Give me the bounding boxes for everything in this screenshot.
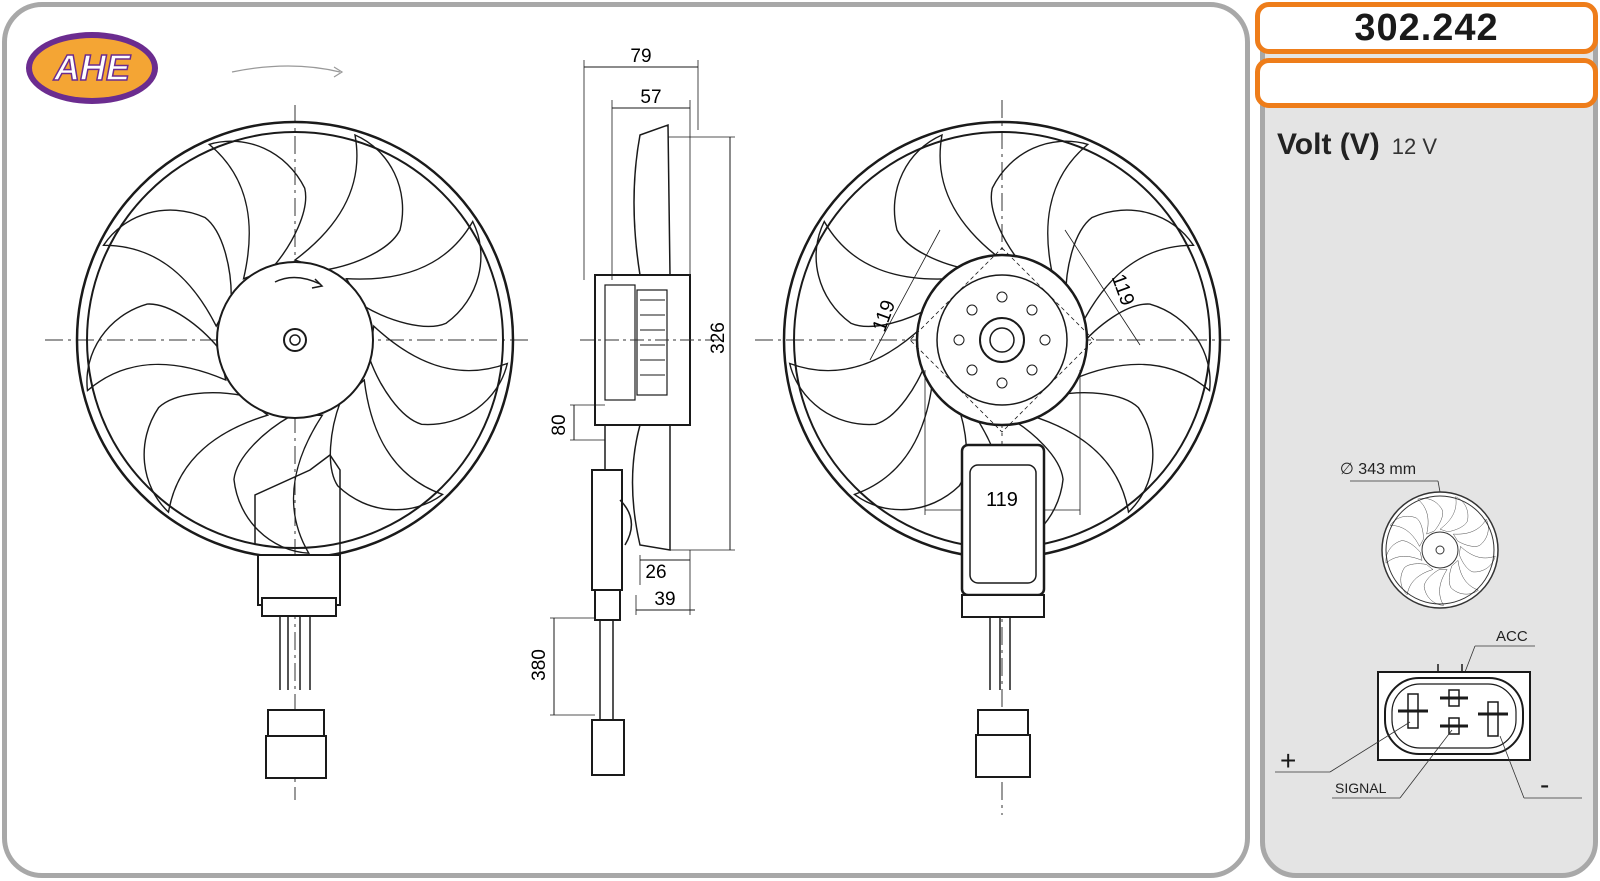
dim-57: 57 xyxy=(640,87,661,108)
dim-119-bottom: 119 xyxy=(986,489,1018,511)
volt-value: 12 V xyxy=(1391,134,1438,159)
fan-thumbnail: ∅ 343 mm xyxy=(1340,461,1499,610)
part-number: 302.242 xyxy=(1354,6,1499,49)
connector-pinout: ACC + SIGNAL - xyxy=(1275,628,1582,800)
acc-label: ACC xyxy=(1496,628,1528,645)
dim-326: 326 xyxy=(708,322,729,354)
plus-label: + xyxy=(1280,745,1296,776)
logo-inner-ellipse xyxy=(32,38,152,98)
rotation-arrow-icon xyxy=(231,65,341,73)
part-number-box: 302.242 xyxy=(1255,2,1598,54)
side-view: 79 57 326 80 26 39 380 xyxy=(529,46,735,776)
dim-119-right: 119 xyxy=(1107,271,1139,308)
dim-39: 39 xyxy=(654,589,675,610)
pin-minus xyxy=(1487,701,1499,737)
motor-body xyxy=(594,274,691,426)
front-view xyxy=(45,105,530,800)
dim-119-left: 119 xyxy=(869,297,901,334)
volt-spec: Volt (V) 12 V xyxy=(1277,128,1437,162)
dim-380: 380 xyxy=(529,649,550,681)
side-connector xyxy=(591,719,625,776)
signal-label: SIGNAL xyxy=(1335,780,1387,796)
dim-26: 26 xyxy=(645,562,666,583)
secondary-info-box xyxy=(1255,58,1598,108)
diameter-label: ∅ 343 mm xyxy=(1340,461,1416,478)
logo-text: AHE xyxy=(53,47,131,88)
dim-80: 80 xyxy=(549,414,570,435)
rear-controller-box xyxy=(960,443,1046,597)
rear-connector xyxy=(977,709,1029,736)
rear-view: 119 119 119 xyxy=(755,100,1235,815)
minus-label: - xyxy=(1540,769,1549,800)
volt-label: Volt (V) xyxy=(1277,128,1380,161)
dim-79: 79 xyxy=(630,46,651,67)
ahe-logo: AHE xyxy=(26,32,158,104)
drawing-panel xyxy=(2,2,1250,878)
front-connector xyxy=(267,709,325,737)
